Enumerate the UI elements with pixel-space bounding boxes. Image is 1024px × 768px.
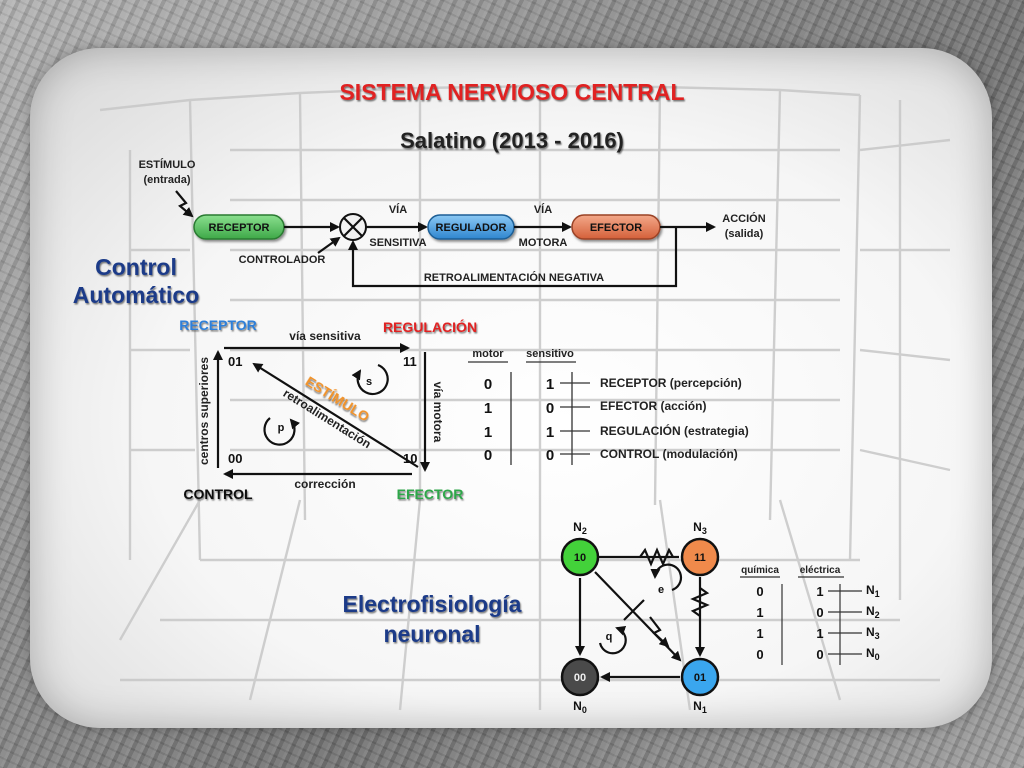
neuron-cell-name: N3 [866,625,880,641]
truth-cell-motor: 0 [484,447,492,464]
neuron-table-row: 1 0 N2 [756,604,879,620]
neuron-state-label: 01 [694,672,706,684]
edge-correccion: corrección [294,477,355,491]
state-square-diagram: RECEPTOR REGULACIÓN CONTROL EFECTOR 01 1… [179,317,477,502]
truth-table: motor sensitivo 0 1 RECEPTOR (percepción… [468,348,749,465]
action-label: ACCIÓN [722,212,765,225]
neuron-cell-electrica: 1 [816,626,823,641]
neuron-header-quimica: química [741,565,779,576]
neuron-node-00: 00 N0 [560,657,600,715]
neuron-table: química eléctrica 0 1 N1 1 0 N2 1 1 N3 0… [740,565,880,665]
neuron-network: e q 10 N2 11 N3 00 N0 01 N1 [560,520,720,715]
neuron-name: N3 [693,520,707,536]
truth-header-sensitivo: sensitivo [526,348,574,360]
receptor-block-label: RECEPTOR [209,222,270,234]
truth-row: 1 1 REGULACIÓN (estrategia) [484,423,749,441]
efector-block-label: EFECTOR [590,222,642,234]
resistor-icon [639,547,674,567]
neuron-node-10: 10 N2 [560,520,600,577]
truth-row: 0 0 CONTROL (modulación) [484,447,738,464]
truth-cell-label: REGULACIÓN (estrategia) [600,423,749,438]
stimulus-label: ESTÍMULO [139,158,196,171]
truth-cell-motor: 0 [484,376,492,393]
loop-p-label: p [278,422,285,434]
loop-e-icon [650,563,683,592]
neuron-cell-quimica: 0 [756,584,763,599]
neuron-cell-electrica: 0 [816,605,823,620]
square-receptor-label: RECEPTOR [179,317,257,333]
neuron-cell-quimica: 0 [756,647,763,662]
lightning-icon [649,616,670,648]
via-motora-bottom: MOTORA [519,237,568,249]
state-10: 10 [403,451,417,466]
regulador-block-label: REGULADOR [436,222,507,234]
via-motora-top: VÍA [534,203,552,216]
lightning-icon [175,190,194,218]
truth-cell-label: CONTROL (modulación) [600,447,738,461]
loop-s-label: s [366,376,372,388]
action-sublabel: (salida) [725,228,764,240]
neuron-table-row: 0 0 N0 [756,646,879,662]
feedback-label: RETROALIMENTACIÓN NEGATIVA [424,271,604,284]
neuron-cell-electrica: 1 [816,584,823,599]
neuron-cell-quimica: 1 [756,605,763,620]
truth-header-motor: motor [472,348,504,360]
page-title: SISTEMA NERVIOSO CENTRAL [339,79,684,105]
neuron-name: N2 [573,520,587,536]
page-subtitle: Salatino (2013 - 2016) [400,128,624,153]
control-heading-line2: Automático [73,282,200,308]
square-efector-label: EFECTOR [397,486,464,502]
square-regulacion-label: REGULACIÓN [383,318,477,335]
truth-cell-motor: 1 [484,400,492,417]
electro-heading-line1: Electrofisiología [343,591,522,617]
edge-via-motora: vía motora [431,382,445,443]
truth-cell-label: RECEPTOR (percepción) [600,376,742,390]
neuron-header-electrica: eléctrica [800,565,841,576]
truth-cell-sensitivo: 1 [546,424,554,441]
truth-cell-motor: 1 [484,424,492,441]
neuron-name: N0 [573,699,587,715]
truth-cell-sensitivo: 1 [546,376,554,393]
loop-q-label: q [606,631,613,643]
truth-cell-sensitivo: 0 [546,400,554,417]
via-sensitiva-bottom: SENSITIVA [369,237,426,249]
edge-via-sensitiva: vía sensitiva [289,329,361,343]
edge-centros-superiores: centros superiores [197,357,211,465]
loop-e-label: e [658,584,664,596]
neuron-cell-name: N2 [866,604,880,620]
truth-cell-sensitivo: 0 [546,447,554,464]
controlador-label: CONTROLADOR [239,254,326,266]
loop-q-icon [598,625,627,655]
truth-row: 1 0 EFECTOR (acción) [484,399,707,417]
state-11: 11 [403,354,417,369]
truth-row: 0 1 RECEPTOR (percepción) [484,376,742,393]
neuron-cell-quimica: 1 [756,626,763,641]
neuron-cell-name: N1 [866,583,880,599]
background-grid [99,84,951,711]
electro-heading-line2: neuronal [383,621,480,647]
state-01: 01 [228,354,242,369]
loop-s-icon [351,363,389,396]
loop-p-icon [263,417,300,446]
control-heading-line1: Control [95,254,177,280]
neuron-cell-name: N0 [866,646,880,662]
neuron-table-row: 0 1 N1 [756,583,879,599]
neuron-state-label: 00 [574,672,586,684]
state-00: 00 [228,451,242,466]
truth-cell-label: EFECTOR (acción) [600,399,706,413]
neuron-cell-electrica: 0 [816,647,823,662]
neuron-node-11: 11 N3 [680,520,720,577]
neuron-node-01: 01 N1 [680,657,720,715]
neuron-state-label: 10 [574,552,586,564]
control-block-diagram: ESTÍMULO (entrada) RECEPTOR VÍA SENSITIV… [139,158,766,288]
via-sensitiva-top: VÍA [389,203,407,216]
neuron-table-row: 1 1 N3 [756,625,879,641]
resistor-icon [690,587,710,617]
neuron-state-label: 11 [694,552,706,564]
stimulus-sublabel: (entrada) [143,174,190,186]
neuron-name: N1 [693,699,707,715]
square-control-label: CONTROL [183,486,253,502]
